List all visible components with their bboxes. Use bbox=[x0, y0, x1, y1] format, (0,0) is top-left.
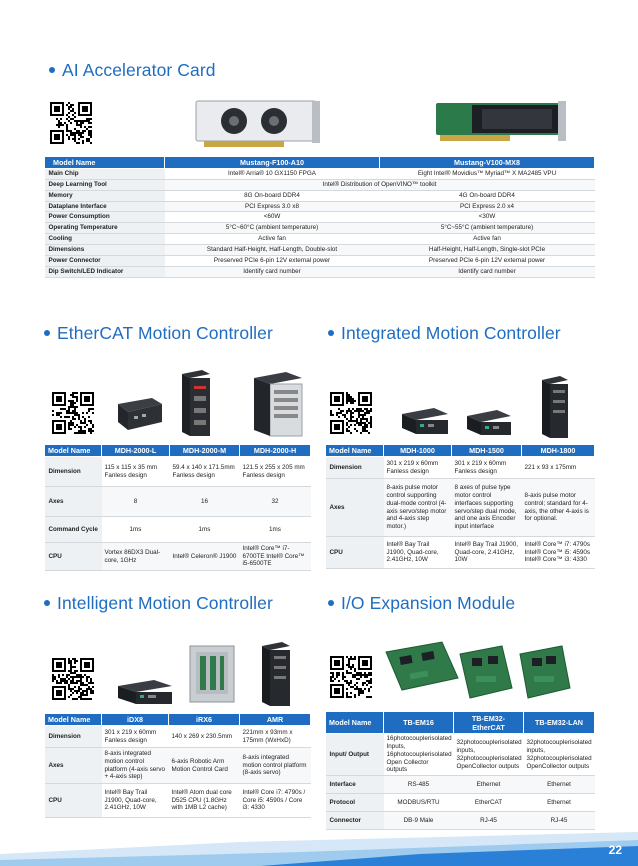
section-title-io: I/O Expansion Module bbox=[328, 593, 515, 614]
product-image-mdh-2000-m bbox=[176, 368, 216, 440]
table-header: iRX6 bbox=[168, 713, 240, 726]
qr-code-icon bbox=[50, 102, 92, 144]
product-image-irx6 bbox=[184, 640, 240, 706]
section-title-integrated: Integrated Motion Controller bbox=[328, 323, 561, 344]
table-header: TB-EM32-EtherCAT bbox=[453, 711, 524, 734]
spec-table-integrated: Model Name MDH-1000 MDH-1500 MDH-1800 Di… bbox=[325, 444, 595, 569]
qr-code-icon bbox=[52, 658, 94, 700]
footer-band bbox=[0, 832, 638, 866]
table-header: MDH-1000 bbox=[383, 444, 452, 457]
product-image-amr bbox=[258, 640, 296, 708]
table-header: MDH-2000-L bbox=[101, 444, 170, 457]
product-image-mdh-2000-h bbox=[250, 368, 306, 440]
table-header: Model Name bbox=[44, 444, 102, 457]
product-image-tb-em32-ethercat bbox=[456, 642, 516, 706]
spec-table-ethercat: Model Name MDH-2000-L MDH-2000-M MDH-200… bbox=[44, 444, 311, 571]
spec-table-ai: Model Name Mustang-F100-A10 Mustang-V100… bbox=[44, 156, 595, 278]
table-row: Power Consumption<60W<30W bbox=[44, 211, 595, 224]
product-image-idx8 bbox=[114, 676, 176, 708]
product-image-mdh-1500 bbox=[463, 406, 515, 438]
product-image-mustang-f100 bbox=[194, 97, 324, 152]
product-image-mdh-1000 bbox=[398, 404, 452, 438]
spec-table-io: Model Name TB-EM16 TB-EM32-EtherCAT TB-E… bbox=[325, 711, 595, 831]
qr-code-icon bbox=[330, 392, 372, 434]
product-image-tb-em32-lan bbox=[516, 642, 574, 706]
table-header: TB-EM16 bbox=[383, 711, 454, 734]
table-header: MDH-1800 bbox=[521, 444, 595, 457]
product-image-mustang-v100 bbox=[432, 97, 572, 149]
table-header: Model Name bbox=[325, 444, 384, 457]
product-image-mdh-2000-l bbox=[112, 390, 164, 436]
section-title-intelligent: Intelligent Motion Controller bbox=[44, 593, 273, 614]
page-number: 22 bbox=[608, 843, 622, 857]
table-header: AMR bbox=[239, 713, 311, 726]
product-image-mdh-1800 bbox=[538, 374, 572, 440]
table-header: Model Name bbox=[325, 711, 384, 734]
section-title-ai: AI Accelerator Card bbox=[49, 60, 216, 81]
section-title-ethercat: EtherCAT Motion Controller bbox=[44, 323, 273, 344]
table-header: TB-EM32-LAN bbox=[523, 711, 595, 734]
product-image-tb-em16 bbox=[382, 638, 462, 708]
table-header: Model Name bbox=[44, 156, 165, 169]
table-header: MDH-2000-M bbox=[169, 444, 240, 457]
qr-code-icon bbox=[330, 656, 372, 698]
qr-code-icon bbox=[52, 392, 94, 434]
table-header: iDX8 bbox=[101, 713, 169, 726]
table-header: MDH-1500 bbox=[451, 444, 522, 457]
table-header: MDH-2000-H bbox=[239, 444, 311, 457]
table-header: Model Name bbox=[44, 713, 102, 726]
table-header: Mustang-V100-MX8 bbox=[379, 156, 595, 169]
table-header: Mustang-F100-A10 bbox=[164, 156, 380, 169]
